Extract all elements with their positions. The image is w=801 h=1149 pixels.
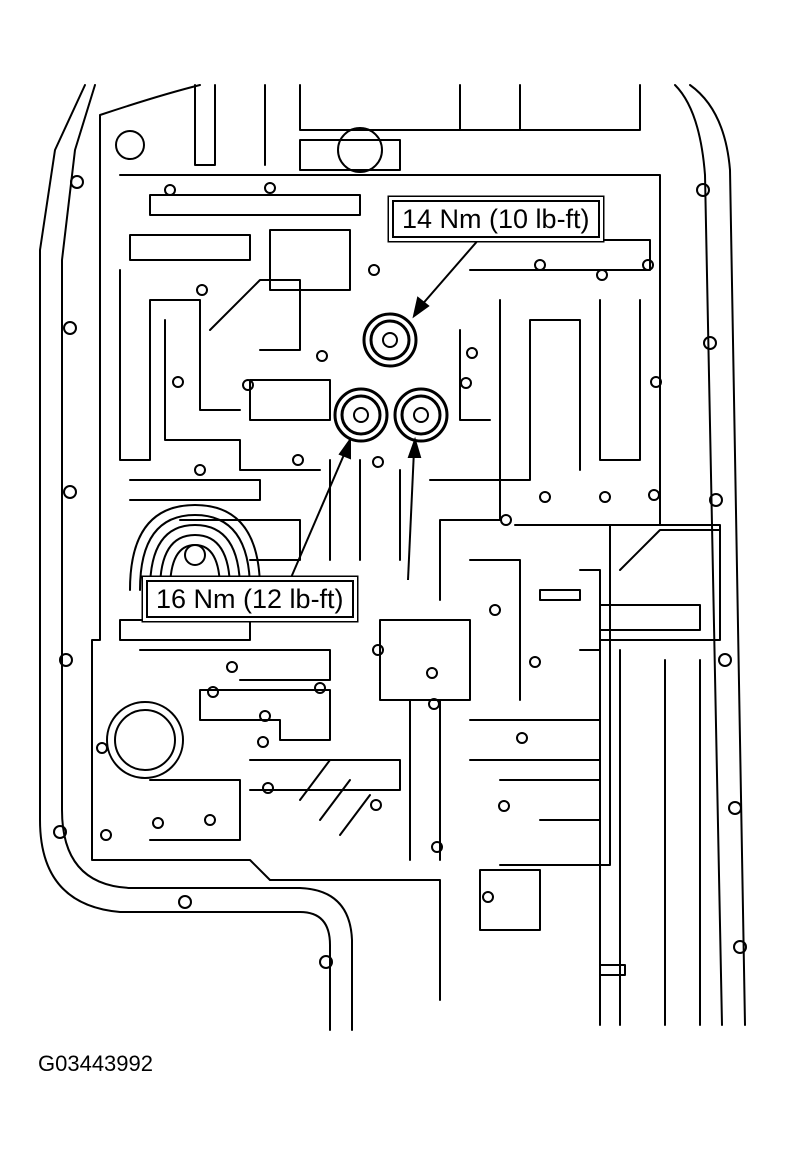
leader-lines: [289, 237, 481, 581]
accumulator-spring: [129, 504, 261, 591]
spring-pin: [184, 544, 206, 566]
bolt-icon: [393, 387, 449, 443]
torque-callout-bottom: 16 Nm (12 lb-ft): [146, 580, 354, 618]
case-bolt-holes: [53, 175, 747, 969]
manual-valve: [514, 524, 721, 1026]
torque-callout-top: 14 Nm (10 lb-ft): [392, 200, 600, 238]
bolt-icon: [333, 387, 389, 443]
top-boss: [337, 127, 383, 173]
valve-body-holes: [96, 182, 662, 903]
channel-blocks-top: [129, 84, 521, 291]
bore-lower-left: [106, 701, 184, 779]
case-outline: [39, 84, 746, 1031]
passages-left: [119, 269, 331, 681]
figure-id: G03443992: [38, 1051, 153, 1076]
bolt-icon: [362, 312, 418, 368]
